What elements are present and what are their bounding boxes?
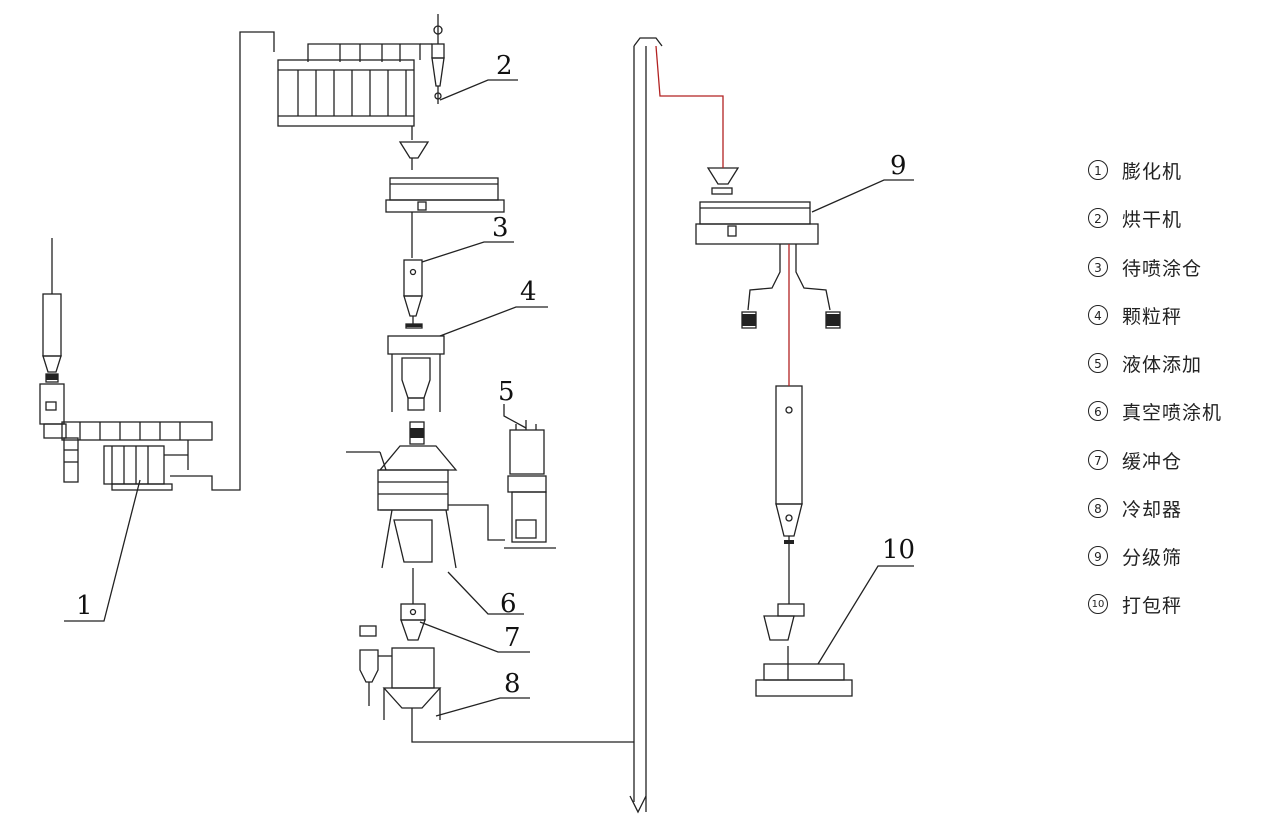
callout-10: 10 — [882, 535, 915, 565]
legend-number: 1 — [1088, 160, 1108, 180]
dryer-equipment — [277, 14, 445, 140]
legend-label: 缓冲仓 — [1122, 450, 1183, 473]
legend-number: 10 — [1088, 594, 1108, 614]
legend-number: 6 — [1088, 401, 1108, 421]
legend-number: 9 — [1088, 546, 1108, 566]
equipment-accents — [46, 314, 840, 544]
legend-label: 冷却器 — [1122, 498, 1183, 521]
legend-number: 2 — [1088, 208, 1108, 228]
granule-scale — [387, 323, 445, 412]
legend-label: 液体添加 — [1122, 353, 1203, 376]
legend-item: 1 膨化机 — [1088, 156, 1182, 184]
legend-number: 5 — [1088, 353, 1108, 373]
liquid-addition-system — [504, 420, 556, 549]
legend-item: 6 真空喷涂机 — [1088, 397, 1222, 425]
leader-lines — [64, 79, 914, 717]
legend-label: 待喷涂仓 — [1122, 257, 1203, 280]
legend-label: 颗粒秤 — [1122, 305, 1183, 328]
packing-scale — [755, 385, 853, 697]
legend-label: 打包秤 — [1122, 594, 1183, 617]
legend-item: 3 待喷涂仓 — [1088, 253, 1202, 281]
legend-item: 2 烘干机 — [1088, 204, 1182, 232]
legend-label: 膨化机 — [1122, 160, 1183, 183]
extruder-equipment — [39, 31, 275, 491]
legend-item: 9 分级筛 — [1088, 542, 1182, 570]
callout-4: 4 — [520, 277, 537, 307]
legend-item: 8 冷却器 — [1088, 494, 1182, 522]
legend-label: 真空喷涂机 — [1122, 401, 1223, 424]
callout-9: 9 — [890, 151, 907, 181]
legend-item: 10 打包秤 — [1088, 590, 1182, 618]
callout-6: 6 — [500, 589, 517, 619]
legend-item: 7 缓冲仓 — [1088, 446, 1182, 474]
callout-5: 5 — [498, 377, 515, 407]
legend-number: 3 — [1088, 257, 1108, 277]
buffer-bin — [400, 603, 426, 641]
legend-number: 8 — [1088, 498, 1108, 518]
red-conveyor-lines — [655, 45, 790, 386]
legend-number: 7 — [1088, 450, 1108, 470]
legend-label: 烘干机 — [1122, 208, 1183, 231]
cooler — [359, 625, 634, 743]
legend-number: 4 — [1088, 305, 1108, 325]
callout-1: 1 — [76, 591, 93, 621]
fluid-bed-equipment — [385, 141, 505, 258]
grading-sieve — [695, 167, 841, 329]
legend-label: 分级筛 — [1122, 546, 1183, 569]
legend-item: 4 颗粒秤 — [1088, 301, 1182, 329]
callout-7: 7 — [504, 623, 521, 653]
callout-2: 2 — [496, 51, 513, 81]
pre-coating-bin — [403, 259, 423, 326]
legend-item: 5 液体添加 — [1088, 349, 1202, 377]
vacuum-coater — [346, 421, 505, 604]
bucket-elevator — [629, 37, 663, 814]
callout-3: 3 — [492, 213, 509, 243]
callout-8: 8 — [504, 669, 521, 699]
